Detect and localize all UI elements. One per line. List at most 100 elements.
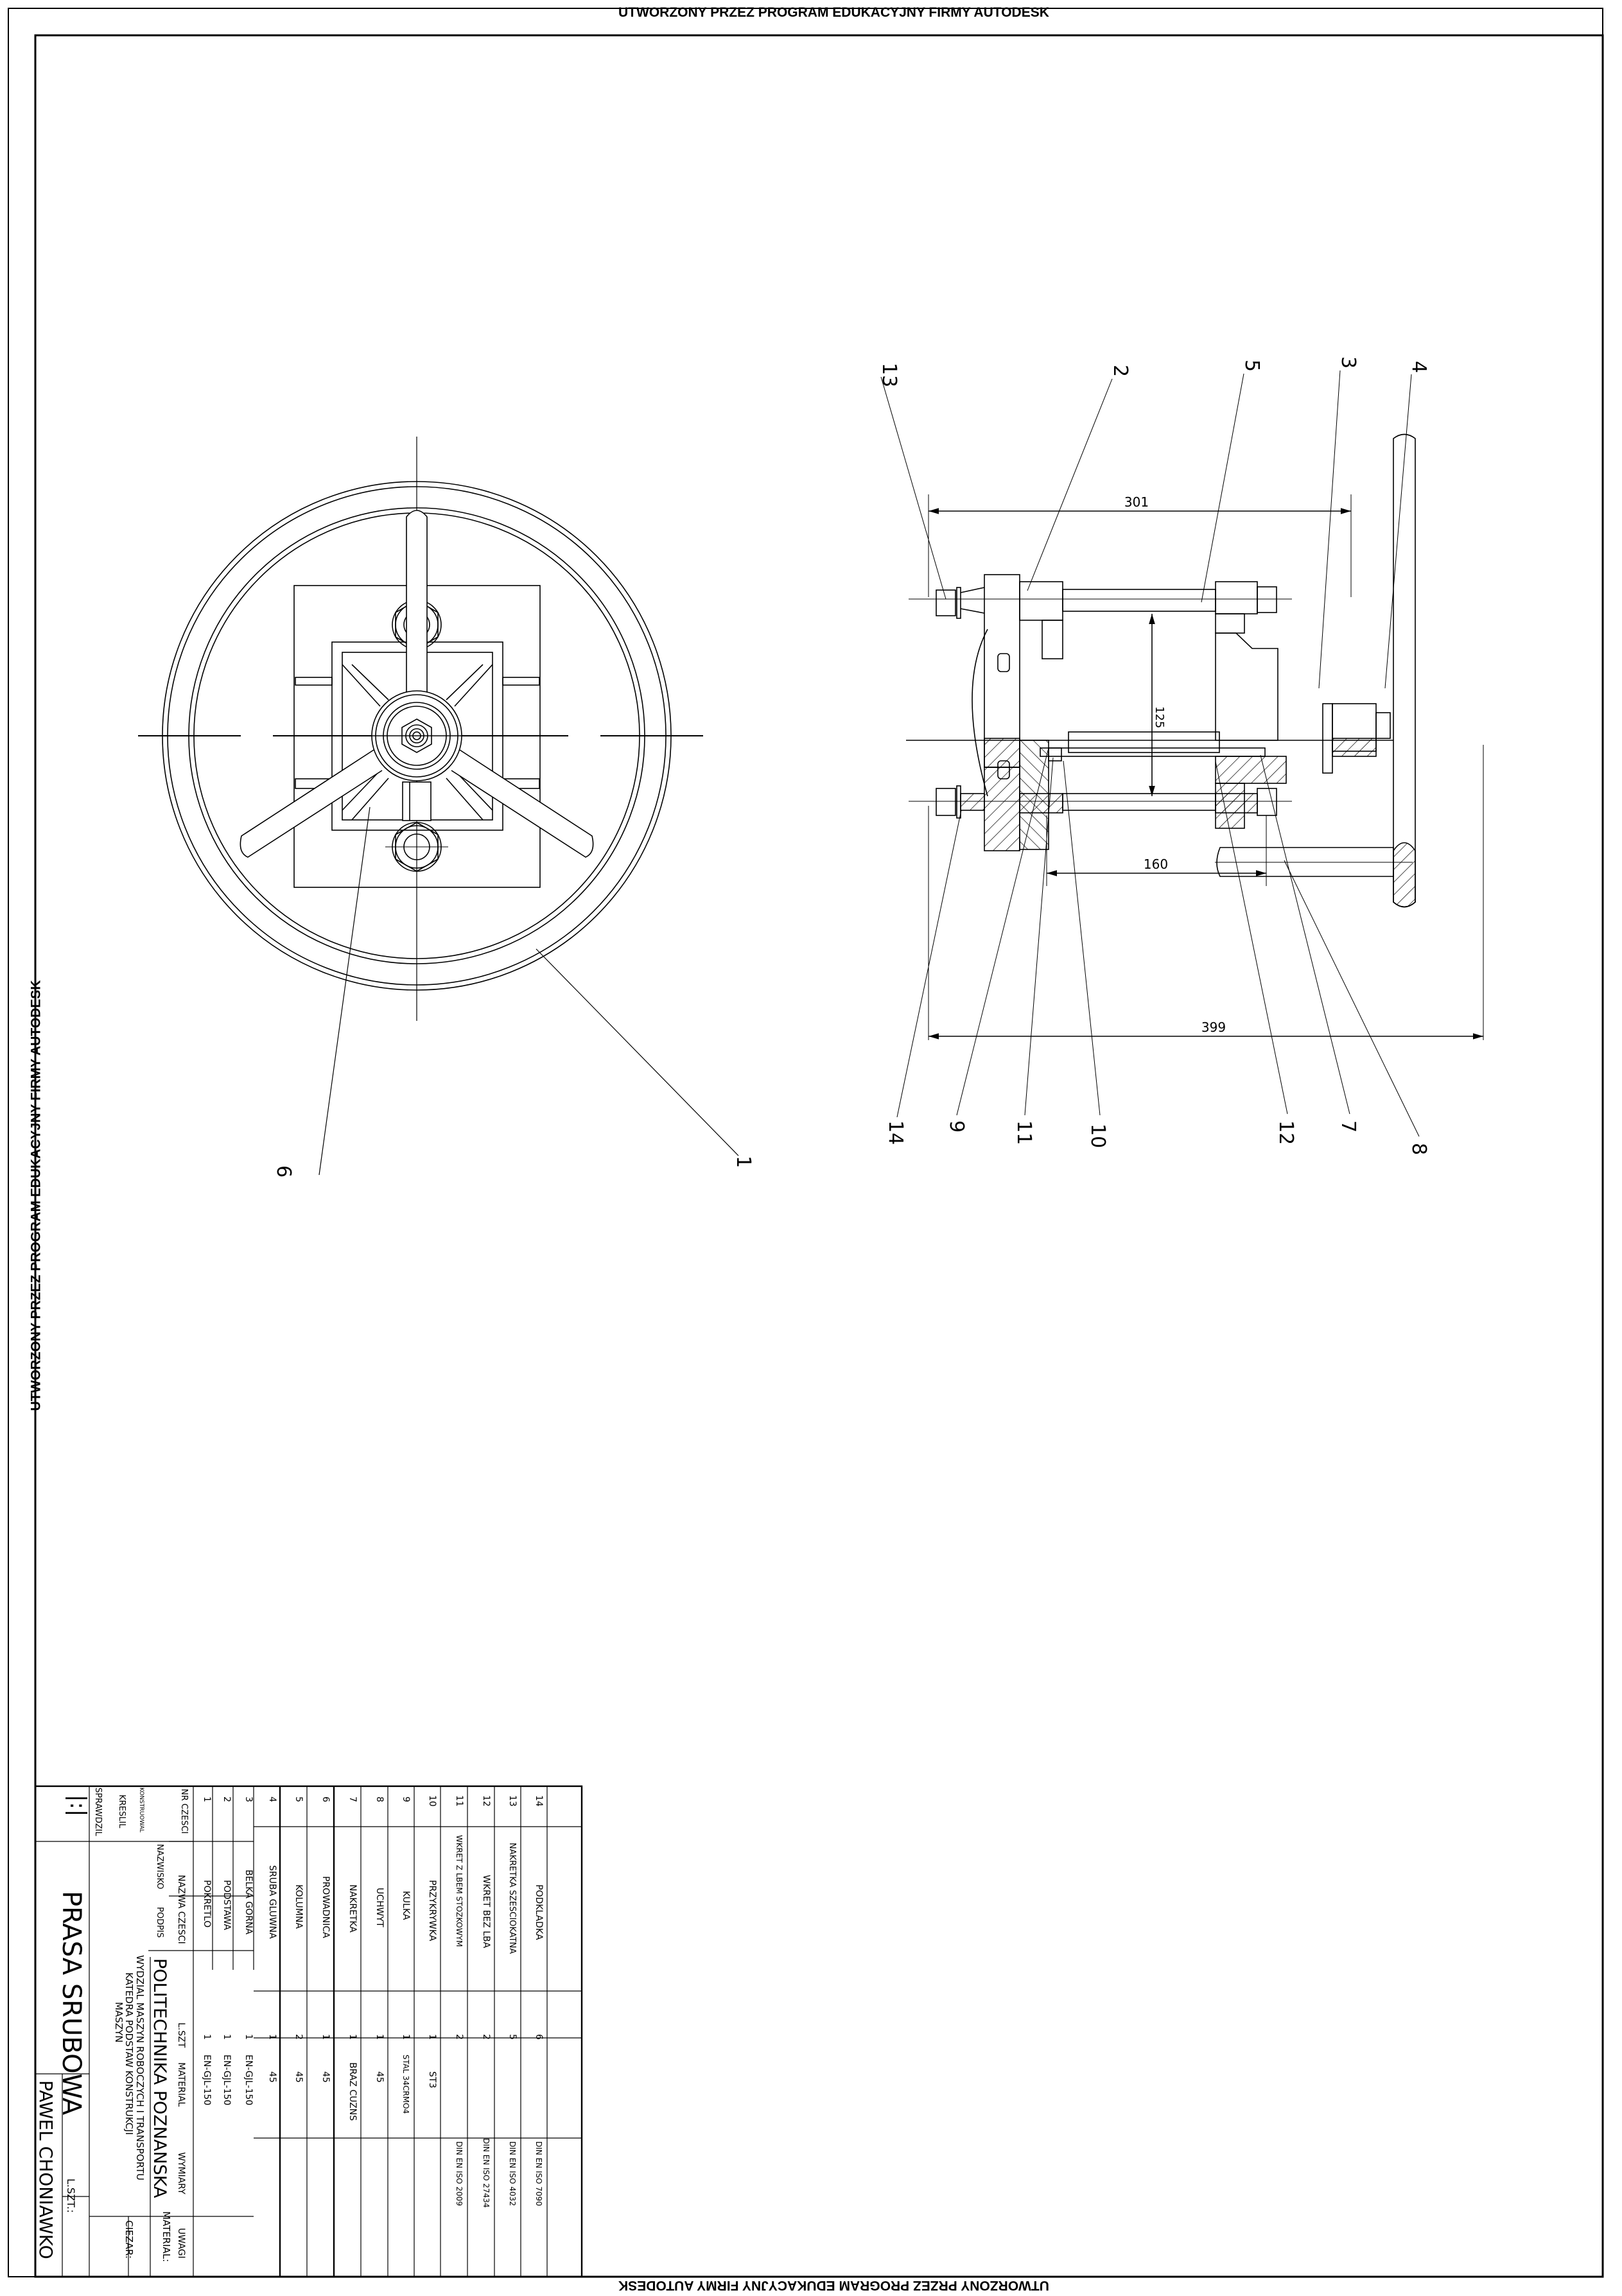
part-14-name: PODKLADKA	[534, 1884, 544, 1940]
part-7-material: BRAZ CUZNS	[347, 2062, 358, 2121]
part-4-qty: 1	[267, 2034, 277, 2040]
part-9-nr: 9	[401, 1796, 411, 1802]
part-10-material: ST3	[427, 2071, 437, 2088]
balloon-11: 11	[1013, 1120, 1035, 1145]
part-1-material: EN-GJL-150	[202, 2055, 212, 2105]
part-5-name: KOLUMNA	[293, 1884, 304, 1929]
weight-label: CIEZAR:	[123, 2220, 135, 2259]
part-1-name: POKRETLO	[202, 1880, 212, 1927]
part-1-nr: 1	[202, 1796, 212, 1802]
part-4-material: 45	[267, 2071, 277, 2083]
balloon-14: 14	[884, 1120, 907, 1145]
part-8-name: UCHWYT	[374, 1888, 385, 1927]
balloon-8: 8	[1408, 1143, 1430, 1155]
col-dims: WYMIARY	[176, 2152, 186, 2195]
university: POLITECHNIKA POZNANSKA	[150, 1958, 170, 2198]
part-2-name: PODSTAWA	[222, 1880, 232, 1930]
part-13-qty: 5	[507, 2034, 518, 2040]
author-name: PAWEL CHONIAWKO	[35, 2080, 57, 2259]
balloon-9: 9	[945, 1120, 968, 1133]
part-10-qty: 1	[427, 2034, 437, 2040]
drawing-title: PRASA SRUBOWA	[57, 1891, 86, 2116]
part-6-nr: 6	[320, 1796, 331, 1802]
part-9-name: KULKA	[401, 1891, 411, 1920]
part-5-material: 45	[293, 2071, 304, 2083]
col-notes: UWAGI	[176, 2228, 186, 2259]
front-view	[138, 437, 739, 1176]
part-13-nr: 13	[507, 1795, 518, 1807]
part-7-qty: 1	[347, 2034, 358, 2040]
part-9-qty: 1	[401, 2034, 411, 2040]
part-3-nr: 3	[243, 1796, 254, 1802]
part-12-nr: 12	[481, 1795, 491, 1807]
part-14-nr: 14	[534, 1795, 544, 1807]
dim-125: 125	[1153, 706, 1166, 728]
role-sprawdzil: SPRAWDZIL	[93, 1787, 103, 1836]
part-2-nr: 2	[222, 1796, 232, 1802]
part-7-name: NAKRETKA	[347, 1884, 358, 1933]
part-2-qty: 1	[222, 2034, 232, 2040]
part-12-dims: DIN EN ISO 27434	[482, 2138, 491, 2208]
faculty: WYDZIAL MASZYN ROBOCZYCH I TRANSPORTU	[134, 1955, 146, 2180]
col-name: NAZWA CZESCI	[176, 1875, 186, 1944]
material-label: MATERIAL:	[161, 2211, 172, 2262]
part-12-qty: 2	[481, 2034, 491, 2040]
part-11-nr: 11	[454, 1795, 464, 1807]
balloon-2: 2	[1109, 365, 1131, 377]
part-1-qty: 1	[202, 2034, 212, 2040]
side-view	[880, 370, 1484, 1137]
col-qty: L.SZT	[176, 2022, 186, 2048]
outer-border	[8, 8, 1603, 2277]
part-3-name: BELKA GORNA	[243, 1870, 254, 1935]
part-10-name: PRZYKRYWKA	[427, 1880, 437, 1942]
scale-symbol: |:|	[65, 1795, 91, 1816]
part-6-name: PROWADNICA	[320, 1876, 331, 1938]
sheet-label: L.SZT.:	[65, 2179, 77, 2213]
part-4-name: SRUBA GLUWNA	[267, 1865, 277, 1939]
part-5-qty: 2	[293, 2034, 304, 2040]
part-13-name: NAKRETKA SZESCIOKATNA	[507, 1843, 517, 1954]
part-14-qty: 6	[534, 2034, 544, 2040]
dim-399: 399	[1201, 1020, 1226, 1035]
part-6-qty: 1	[320, 2034, 331, 2040]
part-10-nr: 10	[427, 1795, 437, 1807]
col-material: MATERIAL	[176, 2062, 186, 2107]
balloon-5: 5	[1241, 360, 1263, 372]
department: KATEDRA PODSTAW KONSTRUKCJI	[123, 1972, 135, 2135]
part-2-material: EN-GJL-150	[222, 2055, 232, 2105]
title-block	[34, 1785, 583, 2278]
part-14-dims: DIN EN ISO 7090	[534, 2141, 543, 2206]
signature-header: PODPIS	[155, 1907, 164, 1938]
name-header: NAZWISKO	[155, 1844, 164, 1890]
part-5-nr: 5	[293, 1796, 304, 1802]
dim-301: 301	[1124, 494, 1149, 510]
balloon-1: 1	[732, 1156, 754, 1168]
part-11-name: WKRET Z LBEM STOZKOWYM	[455, 1835, 464, 1947]
balloon-10: 10	[1086, 1124, 1109, 1148]
balloon-6: 6	[272, 1165, 295, 1178]
department-line2: MASZYN	[113, 2002, 125, 2042]
part-8-nr: 8	[374, 1796, 385, 1802]
balloon-4: 4	[1408, 361, 1430, 373]
part-8-qty: 1	[374, 2034, 385, 2040]
balloon-7: 7	[1337, 1120, 1359, 1133]
part-4-nr: 4	[267, 1796, 277, 1802]
part-6-material: 45	[320, 2071, 331, 2083]
balloon-12: 12	[1275, 1120, 1297, 1145]
role-konstruowal: KONSTRUOWAL	[138, 1787, 144, 1832]
balloon-3: 3	[1337, 356, 1359, 369]
part-13-dims: DIN EN ISO 4032	[508, 2141, 517, 2206]
part-9-material: STAL 34CRMO4	[401, 2055, 410, 2114]
balloon-13: 13	[878, 363, 900, 387]
part-11-qty: 2	[454, 2034, 464, 2040]
role-kreslil: KRESLIL	[117, 1795, 126, 1829]
part-3-material: EN-GJL-150	[243, 2055, 254, 2105]
dim-160: 160	[1144, 857, 1168, 872]
col-nr: NR CZESCI	[179, 1789, 189, 1834]
part-12-name: WKRET BEZ LBA	[481, 1875, 491, 1948]
part-11-dims: DIN EN ISO 2009	[455, 2141, 464, 2206]
part-7-nr: 7	[347, 1796, 358, 1802]
part-8-material: 45	[374, 2071, 385, 2083]
part-3-qty: 1	[243, 2034, 254, 2040]
